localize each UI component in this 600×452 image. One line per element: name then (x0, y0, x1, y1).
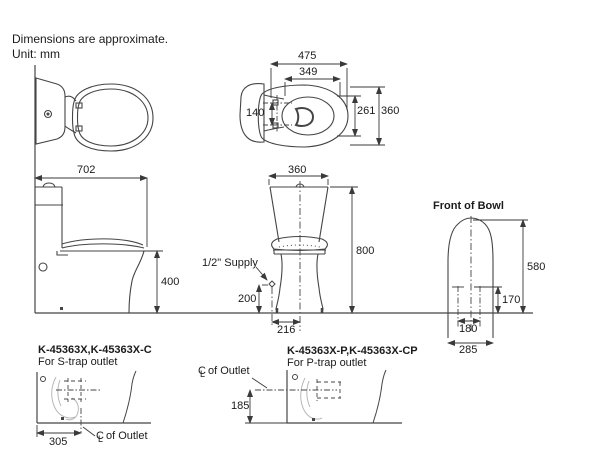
plan-view-left (35, 77, 154, 152)
wall-and-floor-lines (34, 65, 533, 314)
dim-label-580: 580 (527, 261, 546, 273)
dim-label-360-front: 360 (288, 164, 307, 176)
centerline-symbol: CL (96, 430, 104, 444)
plan-view-dimension-lines (269, 61, 385, 146)
s-trap-ghost-outline (51, 376, 79, 421)
bowl-front-view (447, 216, 494, 338)
p-trap-outlet-type: For P-trap outlet (287, 357, 367, 369)
dim-label-200: 200 (238, 293, 257, 305)
dim-label-185: 185 (231, 400, 250, 412)
dim-label-216: 216 (277, 324, 296, 336)
drawing-note: Dimensions are approximate. (12, 32, 169, 46)
dim-label-400: 400 (161, 276, 180, 288)
dim-label-360-plan: 360 (381, 105, 400, 117)
dim-label-180: 180 (459, 323, 478, 335)
dim-label-475: 475 (298, 50, 317, 62)
supply-label: 1/2" Supply (202, 257, 258, 269)
dim-label-261: 261 (357, 105, 376, 117)
dim-label-349: 349 (299, 66, 318, 78)
p-trap-ghost-outline (300, 377, 323, 420)
side-view-dimension-lines (34, 175, 163, 314)
bowl-front-dimension-lines (447, 219, 528, 346)
dim-label-285: 285 (459, 344, 478, 356)
s-trap-outlet-type: For S-trap outlet (38, 356, 118, 368)
p-trap-model-numbers: K-45363X-P,K-45363X-CP (287, 345, 418, 357)
dim-label-170: 170 (502, 294, 521, 306)
p-trap-detail (245, 369, 402, 424)
dim-label-702: 702 (77, 164, 96, 176)
s-trap-detail (36, 370, 151, 437)
dim-label-140: 140 (246, 107, 265, 119)
dim-label-800: 800 (356, 245, 375, 257)
front-view (268, 181, 329, 331)
bowl-view-title: Front of Bowl (433, 200, 504, 212)
side-view (35, 182, 145, 314)
drawing-unit: Unit: mm (12, 47, 60, 61)
front-view-dimension-lines (255, 173, 358, 325)
s-trap-model-numbers: K-45363X,K-45363X-C (38, 344, 152, 356)
centerline-symbol: CL (198, 365, 206, 379)
dim-label-305: 305 (49, 436, 68, 448)
